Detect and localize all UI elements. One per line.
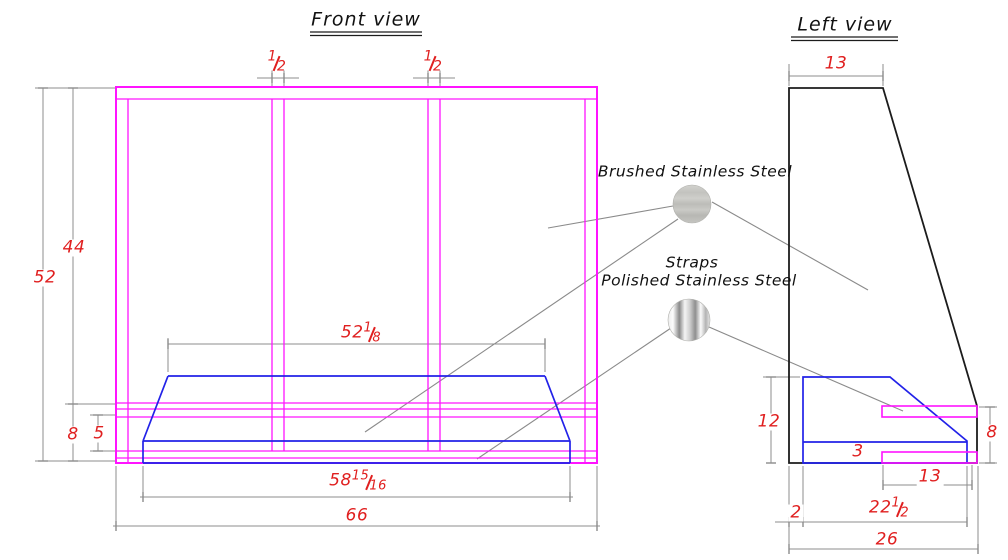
dim-strap-gap: 5 <box>91 423 107 444</box>
dim-tray-bottom-width: 581516 <box>327 470 389 493</box>
dim-mullion-right: 12 <box>421 50 445 74</box>
polished-steel-swatch <box>667 298 711 342</box>
dim-tray-bottom-width-den: 16 <box>369 478 387 494</box>
dim-mullion-left-den: 2 <box>277 58 287 75</box>
dim-tray-depth-num: 1 <box>891 495 901 511</box>
dim-strap-length: 13 <box>916 466 944 487</box>
dim-height-total: 52 <box>31 267 59 288</box>
dim-mullion-right-den: 2 <box>433 58 443 75</box>
dim-tray-depth: 2212 <box>866 497 912 520</box>
left-straps <box>881 405 978 464</box>
front-title-underline <box>310 31 422 37</box>
dim-top-depth: 13 <box>822 53 850 74</box>
dim-tray-top-width-whole: 52 <box>340 322 364 343</box>
front-frame <box>115 86 598 464</box>
dim-tray-depth-whole: 22 <box>868 497 892 518</box>
straps-title: Straps <box>665 253 719 272</box>
dim-tray-bottom-width-whole: 58 <box>329 470 352 491</box>
leader-lines <box>364 201 904 460</box>
dim-tray-bottom-width-num: 15 <box>351 468 370 484</box>
dim-mullion-left: 12 <box>265 50 289 74</box>
dim-base-height: 8 <box>65 424 81 445</box>
brushed-steel-label: Brushed Stainless Steel <box>597 162 793 181</box>
dim-tray-top-width-num: 1 <box>363 320 373 336</box>
dimension-lines <box>35 64 997 554</box>
brushed-steel-swatch <box>672 184 712 224</box>
dim-overall-depth: 26 <box>873 529 901 550</box>
polished-steel-label: Polished Stainless Steel <box>601 271 797 290</box>
dimension-ticks <box>38 71 995 554</box>
left-view-title: Left view <box>797 13 893 36</box>
dim-strap-span-height: 8 <box>984 422 1000 443</box>
dim-overall-width: 66 <box>343 505 371 526</box>
dim-base-band-height: 3 <box>850 441 866 462</box>
dim-tray-top-width: 5218 <box>338 322 384 345</box>
dim-tray-height: 12 <box>755 411 783 432</box>
dim-mullion-right-num: 1 <box>423 48 433 65</box>
front-view-title: Front view <box>311 8 421 31</box>
left-tray <box>802 376 968 464</box>
dim-mullion-left-num: 1 <box>267 48 277 65</box>
dim-tray-top-width-den: 8 <box>372 330 382 346</box>
front-tray <box>142 375 571 464</box>
dim-tray-depth-den: 2 <box>900 505 910 521</box>
dim-height-upper: 44 <box>60 237 88 258</box>
dim-wall-offset: 2 <box>788 502 804 523</box>
left-title-underline <box>791 36 898 42</box>
